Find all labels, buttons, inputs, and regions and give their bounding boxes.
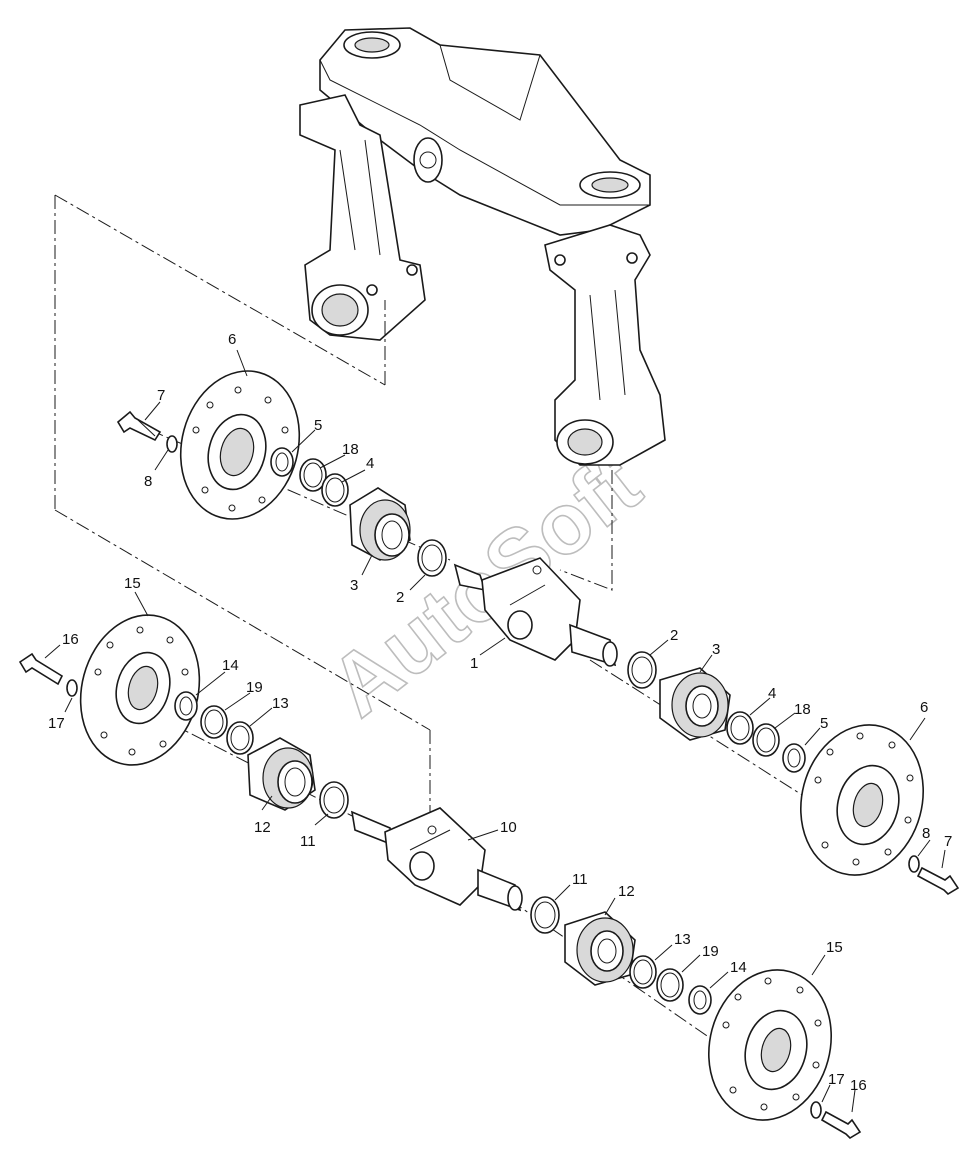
callout-17-lower-left: 17	[48, 715, 65, 732]
seal-ring-5-right	[782, 743, 806, 773]
callout-17-lower-right: 17	[828, 1071, 845, 1088]
bolt-7	[116, 410, 162, 442]
callout-5-upper-right: 5	[820, 715, 828, 732]
bearing-housing-3	[349, 487, 411, 561]
bolt-16-right	[820, 1110, 862, 1140]
callout-6-upper-right: 6	[920, 699, 928, 716]
washer-8-right	[908, 855, 920, 873]
bearing-housing-12-right	[564, 911, 636, 986]
callout-19-lower-right: 19	[702, 943, 719, 960]
callout-2-upper-left: 2	[396, 589, 404, 606]
callout-11-lower-right: 11	[572, 871, 588, 888]
callout-11-lower-left: 11	[300, 833, 316, 850]
trunnion-shaft-1	[453, 557, 618, 667]
washer-17	[66, 679, 78, 697]
callout-3-upper-left: 3	[350, 577, 358, 594]
trunnion-shaft-10	[350, 807, 523, 912]
callout-8-upper-right: 8	[922, 825, 930, 842]
washer-17-right	[810, 1101, 822, 1119]
callout-18-upper-left: 18	[342, 441, 359, 458]
callout-2-upper-right: 2	[670, 627, 678, 644]
callout-1: 1	[470, 655, 478, 672]
bearing-housing-12	[247, 737, 316, 811]
upper-hub-assembly	[116, 370, 960, 896]
flange-disc-6-right	[799, 724, 925, 876]
washer-8	[166, 435, 178, 453]
callout-13-lower-right: 13	[674, 931, 691, 948]
callout-3-upper-right: 3	[712, 641, 720, 658]
callout-8-upper-left: 8	[144, 473, 152, 490]
seal-ring-14	[174, 691, 198, 721]
callout-16-lower-left: 16	[62, 631, 79, 648]
callout-12-lower-right: 12	[618, 883, 635, 900]
callout-14-lower-right: 14	[730, 959, 747, 976]
callout-7-upper-right: 7	[944, 833, 952, 850]
seal-ring-14-right	[688, 985, 712, 1015]
callout-4-upper-right: 4	[768, 685, 776, 702]
callout-18-upper-right: 18	[794, 701, 811, 718]
seal-ring-5	[270, 447, 294, 477]
callout-6-upper-left: 6	[228, 331, 236, 348]
bolt-16	[18, 652, 64, 686]
axle-beam	[299, 27, 666, 466]
callout-10: 10	[500, 819, 517, 836]
callout-19-lower-left: 19	[246, 679, 263, 696]
bolt-7-right	[916, 866, 960, 896]
callout-14-lower-left: 14	[222, 657, 239, 674]
callout-7-upper-left: 7	[157, 387, 165, 404]
flange-disc-15	[79, 614, 201, 766]
callout-15-lower-left: 15	[124, 575, 141, 592]
callout-12-lower-left: 12	[254, 819, 271, 836]
flange-disc-15-right	[707, 969, 833, 1121]
callout-4-upper-left: 4	[366, 455, 374, 472]
lower-hub-assembly	[18, 614, 862, 1140]
callout-16-lower-right: 16	[850, 1077, 867, 1094]
callout-5-upper-left: 5	[314, 417, 322, 434]
bearing-housing-3-right	[659, 667, 731, 741]
callout-13-lower-left: 13	[272, 695, 289, 712]
callout-15-lower-right: 15	[826, 939, 843, 956]
leader-lines	[44, 349, 946, 1113]
flange-disc-6	[179, 370, 301, 520]
callout-labels: 6 7 8 5 18 4 3 2 1 2 3 4 18 5 6 8 7 15 1…	[48, 331, 952, 1094]
